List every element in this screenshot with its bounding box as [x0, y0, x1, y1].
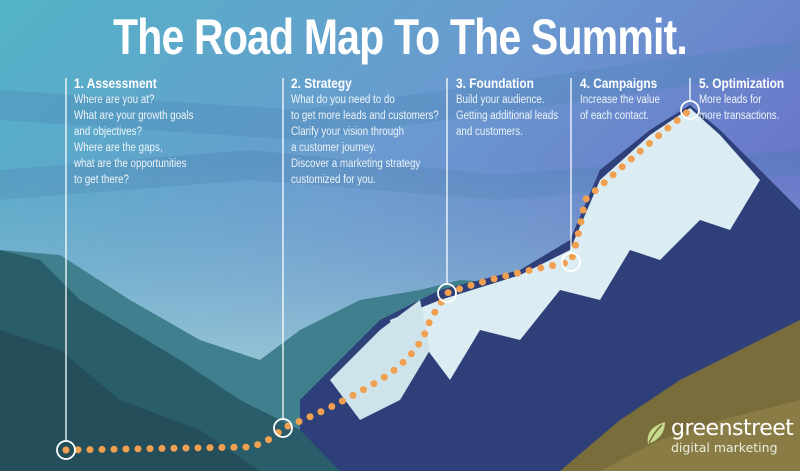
- step-text: customized for you.: [291, 174, 376, 186]
- step-text: Build your audience.: [456, 94, 545, 106]
- step-heading: 4. Campaigns: [580, 76, 658, 91]
- step-text: to get more leads and customers?: [291, 110, 439, 122]
- step-text: More leads for: [699, 94, 762, 106]
- step-text: What are your growth goals: [74, 110, 194, 122]
- milestone-5: [680, 100, 700, 120]
- step-text: what are the opportunities: [74, 158, 187, 170]
- step-heading: 5. Optimization: [699, 76, 785, 91]
- step-foundation: 3. Foundation Build your audience. Getti…: [456, 76, 576, 140]
- step-text: to get there?: [74, 174, 129, 186]
- leaf-icon: [647, 422, 665, 444]
- step-text: a customer journey.: [291, 142, 377, 154]
- milestone-1: [56, 440, 76, 460]
- step-text: Clarify your vision through: [291, 126, 405, 138]
- step-text: Where are you at?: [74, 94, 155, 106]
- step-campaigns: 4. Campaigns Increase the value of each …: [580, 76, 674, 124]
- milestone-3: [437, 283, 457, 303]
- step-text: more transactions.: [699, 110, 780, 122]
- page-title: The Road Map To The Summit.: [113, 9, 688, 65]
- step-optimization: 5. Optimization More leads for more tran…: [699, 76, 796, 124]
- step-text: What do you need to do: [291, 94, 395, 106]
- milestone-2: [273, 418, 293, 438]
- milestone-4: [561, 252, 581, 272]
- step-heading: 2. Strategy: [291, 76, 352, 91]
- logo-name: greenstreet: [671, 416, 794, 441]
- step-text: and objectives?: [74, 126, 142, 138]
- step-text: Getting additional leads: [456, 110, 559, 122]
- step-text: and customers.: [456, 126, 523, 138]
- step-text: Discover a marketing strategy: [291, 158, 421, 170]
- step-heading: 3. Foundation: [456, 76, 534, 91]
- step-text: Increase the value: [580, 94, 660, 106]
- logo-tagline: digital marketing: [671, 440, 778, 455]
- step-assessment: 1. Assessment Where are you at? What are…: [74, 76, 215, 188]
- step-text: Where are the gaps,: [74, 142, 163, 154]
- step-heading: 1. Assessment: [74, 76, 157, 91]
- step-strategy: 2. Strategy What do you need to do to ge…: [291, 76, 465, 188]
- step-text: of each contact.: [580, 110, 650, 122]
- road-path: [62, 106, 694, 454]
